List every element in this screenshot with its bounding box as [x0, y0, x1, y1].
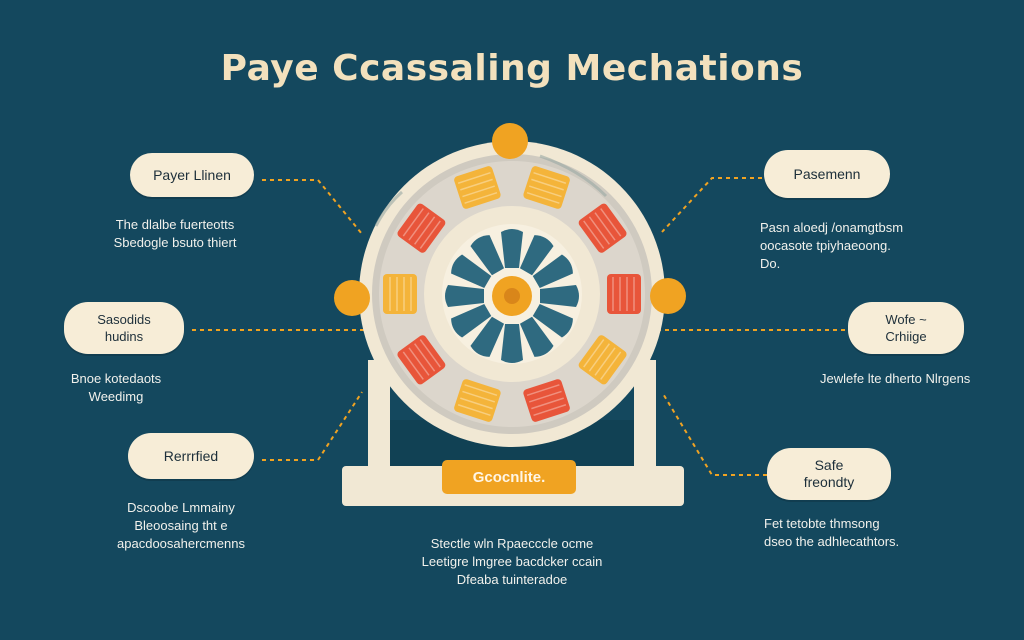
pill-label: Wofe ~ Crhiige: [885, 312, 927, 344]
pill-label: Sasodids hudins: [97, 312, 151, 344]
pill-payer-linen: Payer Llinen: [130, 153, 254, 197]
wheel-spoke: [519, 316, 554, 357]
wheel-spoke: [501, 229, 523, 268]
desc-line: Jewlefe lte dherto Nlrgens: [820, 371, 971, 386]
pill-safe-freondty: Safe freondty: [767, 448, 891, 500]
desc-line: oocasote tpiyhaeoong.: [760, 238, 891, 253]
desc-line: Dfeaba tuinteradoe: [456, 572, 568, 587]
desc-safe-freondty: Fet tetobte thmsong dseo the adhlecathto…: [764, 515, 964, 551]
desc-sasodids-hudins: Bnoe kotedaots Weedimg: [36, 370, 196, 406]
wheel-segment: [578, 203, 627, 253]
ring-dot-right: [650, 278, 686, 314]
connector-right-bottom: [661, 391, 767, 476]
desc-line: Fet tetobte thmsong: [764, 516, 880, 531]
desc-line: Bleoosaing tht e: [134, 518, 228, 533]
desc-line: Sbedogle bsuto thiert: [113, 235, 237, 250]
desc-line: Leetigre lmgree bacdcker ccain: [421, 554, 603, 569]
wheel-segment: [607, 274, 641, 314]
connector-right-top: [661, 177, 762, 233]
connector-left-bottom: [262, 391, 363, 461]
center-description: Stectle wln Rpaecccle ocme Leetigre lmgr…: [362, 535, 662, 589]
wheel-spoke: [470, 235, 505, 276]
hub-inner: [504, 288, 520, 304]
wheel-spoke: [445, 285, 484, 307]
wheel-spoke: [451, 254, 492, 289]
wheel-segment: [397, 335, 446, 385]
desc-line: Weedimg: [88, 389, 144, 404]
desc-line: Bnoe kotedaots: [70, 371, 162, 386]
desc-rerrrfied: Dscoobe Lmmainy Bleoosaing tht e apacdoo…: [86, 499, 276, 553]
wheel-spoke: [532, 254, 573, 289]
wheel-segment: [523, 379, 570, 422]
desc-payer-linen: The dlalbe fuerteotts Sbedogle bsuto thi…: [80, 216, 270, 252]
wheel-spokes: [445, 229, 579, 363]
wheel-spoke: [540, 285, 579, 307]
desc-line: Stectle wln Rpaecccle ocme: [430, 536, 594, 551]
center-badge: Gcocnlite.: [442, 460, 576, 494]
desc-line: Do.: [760, 256, 781, 271]
wheel-spoke: [451, 303, 492, 338]
desc-line: dseo the adhlecathtors.: [764, 534, 900, 549]
pill-rerrrfied: Rerrrfied: [128, 433, 254, 479]
desc-line: Pasn aloedj /onamgtbsm: [760, 220, 904, 235]
wheel-segment: [523, 166, 570, 209]
desc-wofe-crhiige: Jewlefe lte dherto Nlrgens: [820, 370, 1010, 388]
wheel-segments: [383, 166, 641, 422]
desc-line: The dlalbe fuerteotts: [115, 217, 235, 232]
wheel-spoke: [470, 316, 505, 357]
wheel-segment: [578, 335, 627, 385]
desc-pasemenn: Pasn aloedj /onamgtbsm oocasote tpiyhaeo…: [760, 219, 960, 273]
ring-dot-top: [492, 123, 528, 159]
wheel-spoke: [501, 324, 523, 363]
pill-label: Safe freondty: [803, 457, 855, 490]
wheel-segment: [397, 203, 446, 253]
wheel-segment: [454, 166, 501, 209]
wheel-spoke: [532, 303, 573, 338]
page-title: Paye Ccassaling Mechations: [220, 48, 804, 89]
pill-label: Rerrrfied: [163, 447, 219, 464]
connector-lines: [192, 177, 845, 476]
pill-label: Pasemenn: [793, 165, 861, 182]
wheel-spoke: [519, 235, 554, 276]
wheel-segment: [454, 379, 501, 422]
wheel-segment: [383, 274, 417, 314]
pill-pasemenn: Pasemenn: [764, 150, 890, 198]
connector-left-top: [262, 179, 363, 235]
pill-wofe-crhiige: Wofe ~ Crhiige: [848, 302, 964, 354]
desc-line: apacdoosahercmenns: [117, 536, 245, 551]
ring-dot-left: [334, 280, 370, 316]
pill-label: Payer Llinen: [153, 166, 231, 183]
desc-line: Dscoobe Lmmainy: [127, 500, 235, 515]
pill-sasodids-hudins: Sasodids hudins: [64, 302, 184, 354]
